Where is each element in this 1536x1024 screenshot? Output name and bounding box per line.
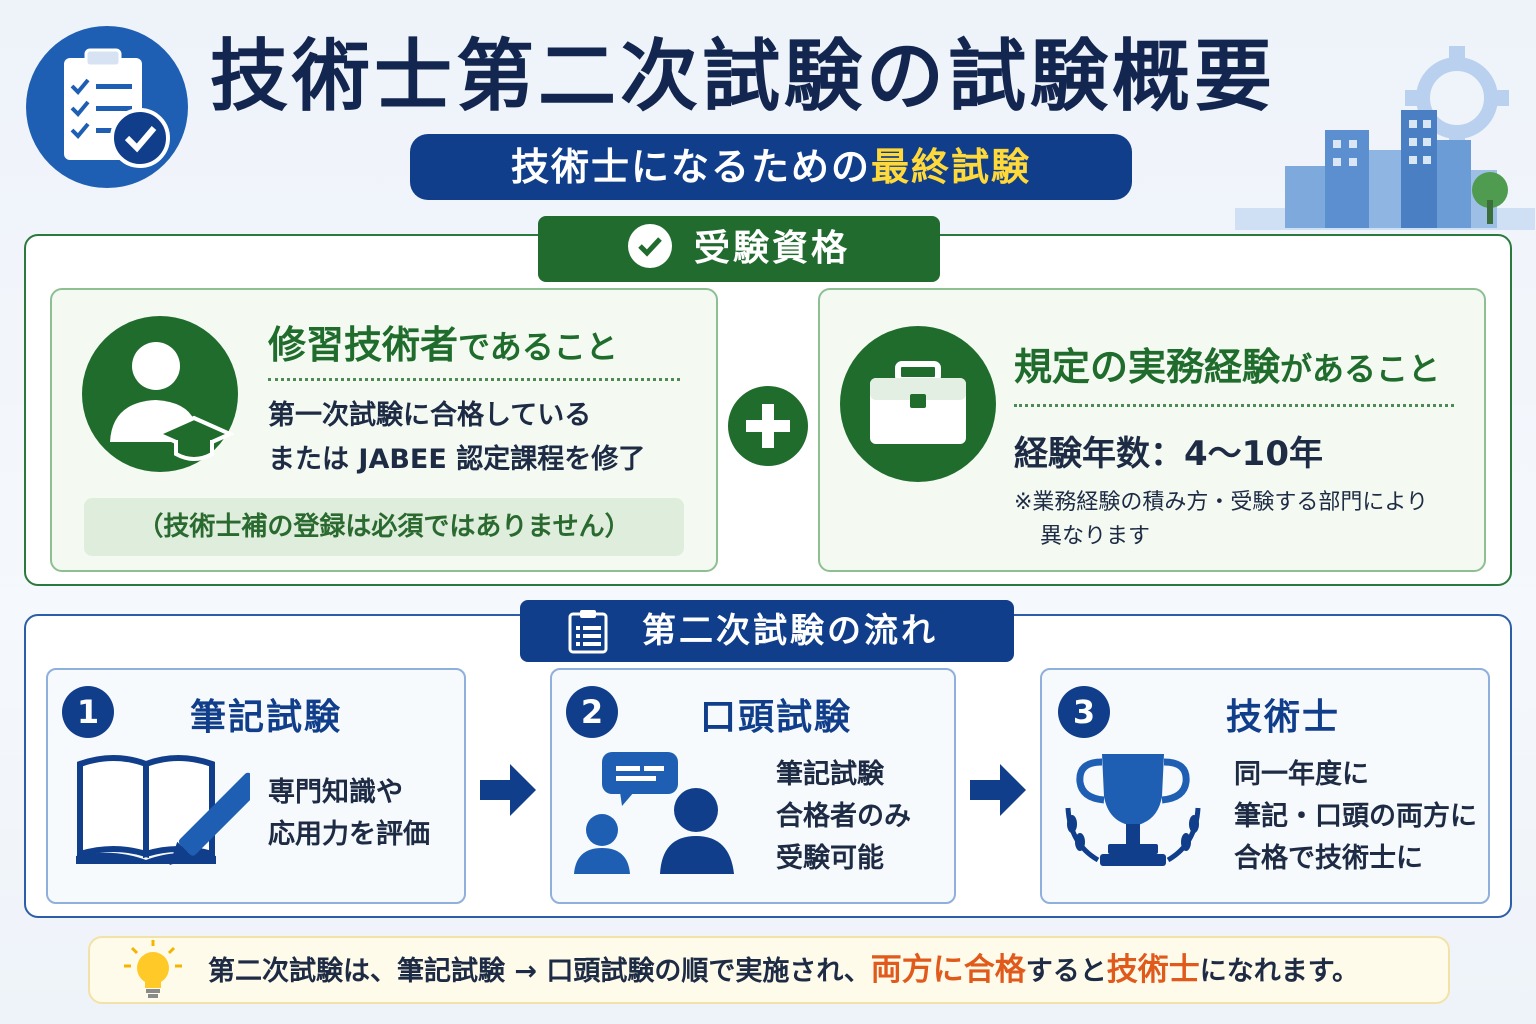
briefcase-icon (840, 326, 996, 482)
clipboard-check-icon (26, 26, 188, 188)
experience-heading: 規定の実務経験があること (1014, 345, 1441, 389)
step-title-engineer: 技術士 (1226, 697, 1341, 738)
step-title-oral: 口頭試験 (700, 697, 853, 738)
step-text-oral-2: 合格者のみ (776, 801, 911, 832)
divider (1014, 404, 1454, 407)
clipboard-list-icon (566, 608, 610, 674)
step-number-1: 1 (62, 686, 114, 738)
step-number-2: 2 (566, 686, 618, 738)
divider (268, 378, 680, 381)
qualification-label-text: 受験資格 (693, 228, 850, 269)
page-title: 技術士第二次試験の試験概要 (210, 32, 1277, 122)
trainee-heading: 修習技術者であること (268, 323, 618, 367)
arrow-right-icon (966, 758, 1030, 826)
lightbulb-icon (118, 938, 188, 1006)
check-circle-icon (627, 224, 672, 268)
experience-note-1: ※業務経験の積み方・受験する部門により (1014, 490, 1428, 515)
experience-note-2: 異なります (1040, 524, 1151, 549)
city-icon (1225, 40, 1536, 235)
open-book-pen-icon (74, 752, 262, 874)
gear-icon (1416, 57, 1498, 139)
flow-label: 第二次試験の流れ (520, 600, 1014, 662)
trophy-icon (1058, 748, 1208, 876)
trainee-note: （技術士補の登録は必須ではありません） (84, 498, 684, 556)
step-text-engineer-3: 合格で技術士に (1234, 843, 1423, 874)
arrow-right-icon (476, 758, 540, 826)
subtitle-banner: 技術士になるための最終試験 (410, 134, 1132, 200)
experience-years: 経験年数：4〜10年 (1014, 434, 1323, 474)
subtitle-highlight: 最終試験 (871, 145, 1032, 189)
step-text-engineer-1: 同一年度に (1234, 759, 1369, 790)
summary-text: 第二次試験は、筆記試験 → 口頭試験の順で実施され、両方に合格すると技術士になれ… (208, 952, 1360, 988)
qualification-label: 受験資格 (538, 216, 940, 282)
step-text-engineer-2: 筆記・口頭の両方に (1234, 801, 1477, 832)
plus-icon (728, 386, 808, 466)
step-number-3: 3 (1058, 686, 1110, 738)
graduate-person-icon (82, 316, 238, 472)
step-title-written: 筆記試験 (190, 697, 343, 738)
step-text-written-2: 応用力を評価 (268, 819, 430, 850)
step-text-written-1: 専門知識や (268, 777, 403, 808)
conversation-icon (572, 748, 742, 880)
subtitle-prefix: 技術士になるための (510, 145, 871, 189)
step-text-oral-1: 筆記試験 (776, 759, 884, 790)
step-text-oral-3: 受験可能 (776, 843, 884, 874)
trainee-line-1: 第一次試験に合格している (268, 400, 592, 431)
summary-note (88, 936, 1450, 1004)
flow-label-text: 第二次試験の流れ (642, 611, 938, 651)
trainee-line-2: または JABEE 認定課程を修了 (268, 444, 646, 475)
